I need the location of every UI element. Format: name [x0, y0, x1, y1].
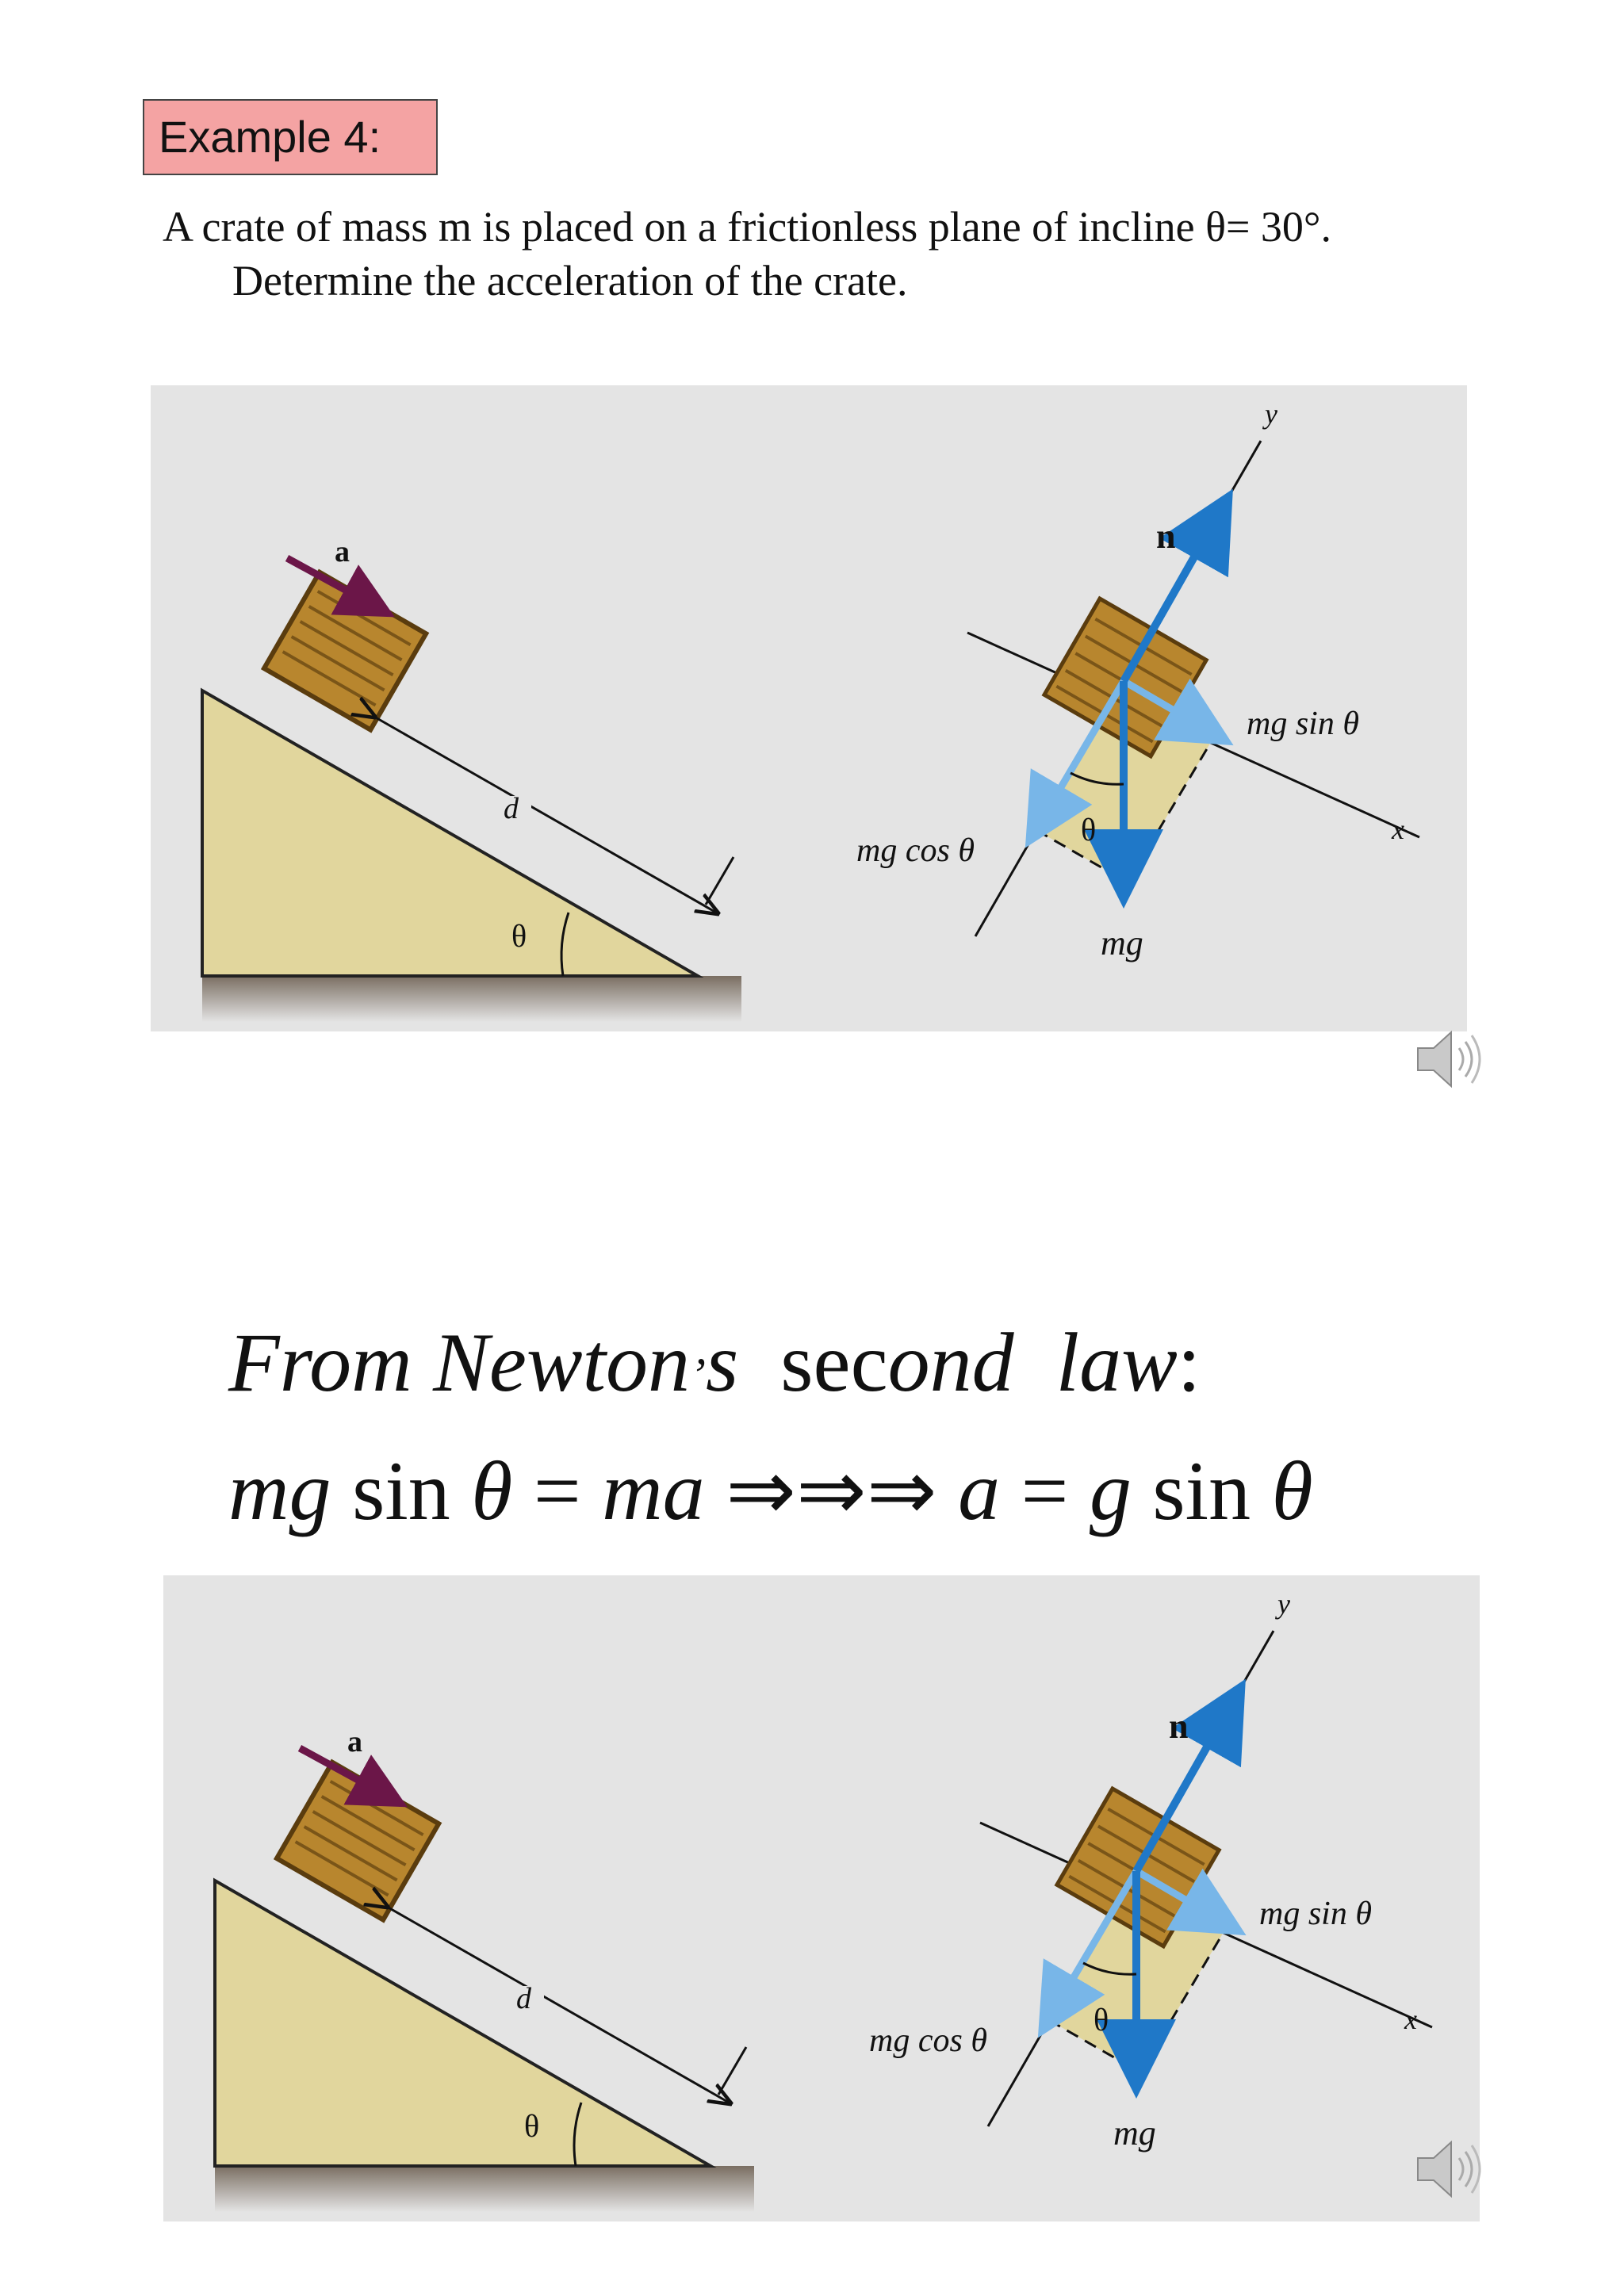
incline-diagram: a d θ x y θ n mg mg sin θ mg cos θ [201, 398, 1420, 1022]
incline [213, 1877, 717, 2168]
problem-line-2: Determine the acceleration of the crate. [232, 257, 908, 304]
normal-arrow [1132, 1678, 1246, 1873]
normal-label: n [1156, 517, 1175, 556]
mg-sin-arrow [1121, 678, 1234, 746]
normal-arrow [1120, 488, 1233, 683]
weight-label: mg [1101, 924, 1143, 962]
mg-cos-label: mg cos θ [869, 2022, 987, 2059]
distance-arrow [374, 717, 718, 913]
example-title: Example 4: [143, 99, 438, 175]
problem-statement: A crate of mass m is placed on a frictio… [163, 200, 1331, 308]
y-axis-label: y [1275, 1588, 1290, 1620]
x-axis-label: x [1391, 813, 1404, 845]
crate [260, 568, 430, 733]
fbd-angle-label: θ [1081, 812, 1096, 848]
angle-label: θ [511, 918, 527, 954]
acceleration-label: a [335, 535, 350, 568]
distance-arrow [387, 1907, 730, 2103]
incline-figure-bottom: a d θ x y θ n mg mg sin θ mg cos θ [163, 1575, 1480, 2221]
mg-cos-label: mg cos θ [856, 832, 975, 869]
distance-label: d [504, 792, 519, 825]
speaker-icon[interactable] [1410, 1021, 1486, 1097]
x-axis-label: x [1404, 2003, 1417, 2035]
fbd-angle-label: θ [1094, 2002, 1109, 2038]
normal-label: n [1169, 1707, 1188, 1746]
problem-line-1: A crate of mass m is placed on a frictio… [163, 203, 1332, 251]
angle-arc [573, 2102, 583, 2167]
ground [215, 2166, 754, 2212]
mg-cos-arrow [1025, 679, 1127, 848]
acceleration-label: a [347, 1725, 362, 1758]
incline-figure-top: a d θ x y θ n mg mg sin θ mg cos θ [151, 385, 1467, 1031]
speaker-icon[interactable] [1410, 2131, 1486, 2207]
ground [202, 976, 741, 1022]
angle-label: θ [524, 2108, 539, 2144]
mg-sin-arrow [1134, 1868, 1247, 1936]
incline [201, 687, 704, 978]
y-axis-label: y [1262, 398, 1277, 430]
acceleration-arrow [285, 555, 395, 618]
acceleration-arrow [297, 1745, 408, 1808]
weight-label: mg [1113, 2114, 1156, 2152]
incline-diagram-2: a d θ x y θ n mg mg sin θ mg cos θ [213, 1588, 1433, 2212]
mg-sin-label: mg sin θ [1259, 1896, 1372, 1932]
acceleration-equation: mg sin θ = ma ⇒⇒⇒ a = g sin θ [228, 1445, 1313, 1537]
crate [273, 1758, 442, 1923]
newton-heading: From Newton’s second law: [228, 1316, 1201, 1409]
mg-cos-arrow [1037, 1869, 1139, 2038]
angle-arc [560, 912, 570, 977]
mg-sin-label: mg sin θ [1247, 706, 1359, 742]
distance-label: d [516, 1982, 532, 2015]
